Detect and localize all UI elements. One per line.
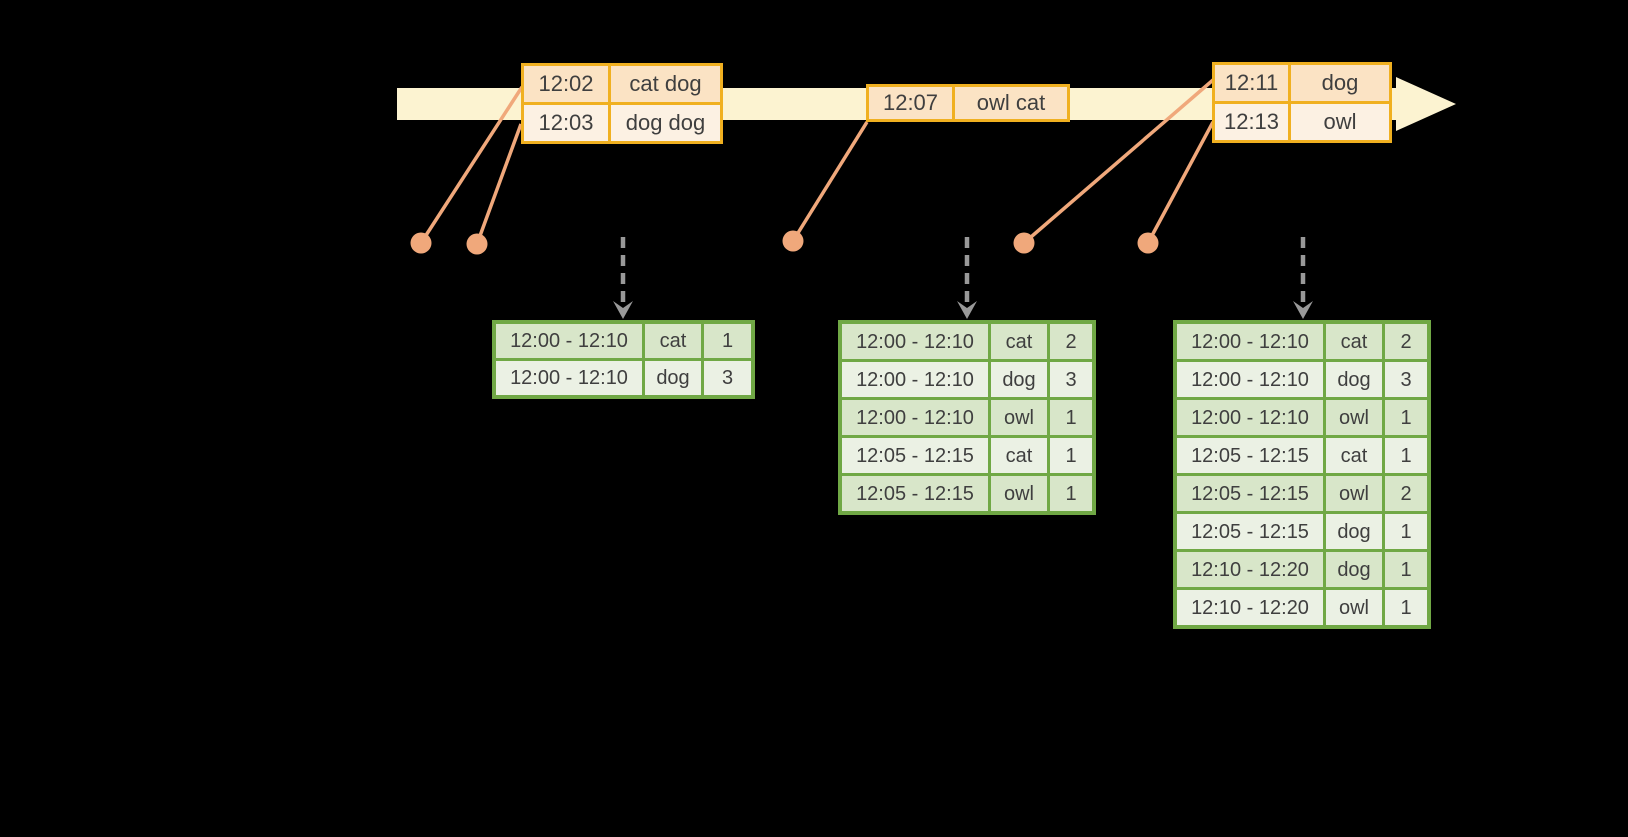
- result-count-cell: 3: [1050, 362, 1092, 397]
- leader-line: [419, 86, 524, 244]
- result-word-cell: cat: [1326, 324, 1382, 359]
- event-words-cell: owl cat: [955, 87, 1067, 119]
- result-word-cell: dog: [1326, 514, 1382, 549]
- event-dot-icon: [410, 232, 432, 254]
- result-window-cell: 12:00 - 12:10: [842, 362, 988, 397]
- event-words-cell: dog: [1291, 65, 1389, 101]
- result-window-cell: 12:10 - 12:20: [1177, 590, 1323, 625]
- trigger-arrowheads: [613, 301, 1313, 319]
- leader-line: [1022, 78, 1215, 245]
- result-word-cell: cat: [1326, 438, 1382, 473]
- result-word-cell: cat: [645, 324, 701, 358]
- arrow-down-icon: [1293, 301, 1313, 319]
- result-count-cell: 1: [1385, 552, 1427, 587]
- result-word-cell: owl: [1326, 590, 1382, 625]
- result-word-cell: owl: [991, 400, 1047, 435]
- result-count-cell: 1: [1050, 400, 1092, 435]
- result-word-cell: cat: [991, 438, 1047, 473]
- result-window-cell: 12:00 - 12:10: [842, 400, 988, 435]
- event-time-cell: 12:02: [524, 66, 608, 102]
- result-count-cell: 2: [1385, 324, 1427, 359]
- result-window-cell: 12:00 - 12:10: [496, 324, 642, 358]
- result-window-cell: 12:05 - 12:15: [1177, 438, 1323, 473]
- result-window-cell: 12:10 - 12:20: [1177, 552, 1323, 587]
- result-word-cell: dog: [1326, 362, 1382, 397]
- result-count-cell: 1: [1385, 438, 1427, 473]
- result-window-cell: 12:05 - 12:15: [1177, 476, 1323, 511]
- result-count-cell: 1: [704, 324, 751, 358]
- result-word-cell: owl: [991, 476, 1047, 511]
- result-count-cell: 2: [1385, 476, 1427, 511]
- event-dot-icon: [1013, 232, 1035, 254]
- arrow-down-icon: [957, 301, 977, 319]
- result-word-cell: dog: [991, 362, 1047, 397]
- result-count-cell: 3: [1385, 362, 1427, 397]
- event-dot-icon: [1137, 232, 1159, 254]
- result-count-cell: 1: [1385, 400, 1427, 435]
- event-dot-icon: [782, 230, 804, 252]
- result-window-cell: 12:00 - 12:10: [1177, 324, 1323, 359]
- result-count-cell: 1: [1050, 476, 1092, 511]
- event-dot-icon: [466, 233, 488, 255]
- event-time-cell: 12:13: [1215, 104, 1288, 140]
- leader-line: [1146, 121, 1215, 244]
- event-leader-lines: [419, 78, 1215, 245]
- timeline-arrowhead-icon: [1396, 77, 1456, 131]
- event-time-cell: 12:07: [869, 87, 952, 119]
- result-word-cell: owl: [1326, 400, 1382, 435]
- result-window-cell: 12:00 - 12:10: [842, 324, 988, 359]
- result-count-cell: 3: [704, 361, 751, 395]
- event-words-cell: dog dog: [611, 105, 720, 141]
- event-dots: [410, 230, 1159, 255]
- event-words-cell: owl: [1291, 104, 1389, 140]
- result-word-cell: cat: [991, 324, 1047, 359]
- result-window-cell: 12:00 - 12:10: [1177, 362, 1323, 397]
- leader-line: [791, 121, 869, 242]
- result-window-cell: 12:05 - 12:15: [842, 438, 988, 473]
- event-time-cell: 12:03: [524, 105, 608, 141]
- result-window-cell: 12:00 - 12:10: [496, 361, 642, 395]
- event-words-cell: cat dog: [611, 66, 720, 102]
- event-time-cell: 12:11: [1215, 65, 1288, 101]
- result-count-cell: 1: [1385, 514, 1427, 549]
- result-word-cell: dog: [1326, 552, 1382, 587]
- arrow-down-icon: [613, 301, 633, 319]
- trigger-arrows: [620, 237, 1306, 306]
- result-word-cell: dog: [645, 361, 701, 395]
- leader-line: [475, 123, 523, 245]
- result-window-cell: 12:00 - 12:10: [1177, 400, 1323, 435]
- result-count-cell: 1: [1385, 590, 1427, 625]
- result-window-cell: 12:05 - 12:15: [842, 476, 988, 511]
- result-word-cell: owl: [1326, 476, 1382, 511]
- result-count-cell: 1: [1050, 438, 1092, 473]
- result-count-cell: 2: [1050, 324, 1092, 359]
- result-window-cell: 12:05 - 12:15: [1177, 514, 1323, 549]
